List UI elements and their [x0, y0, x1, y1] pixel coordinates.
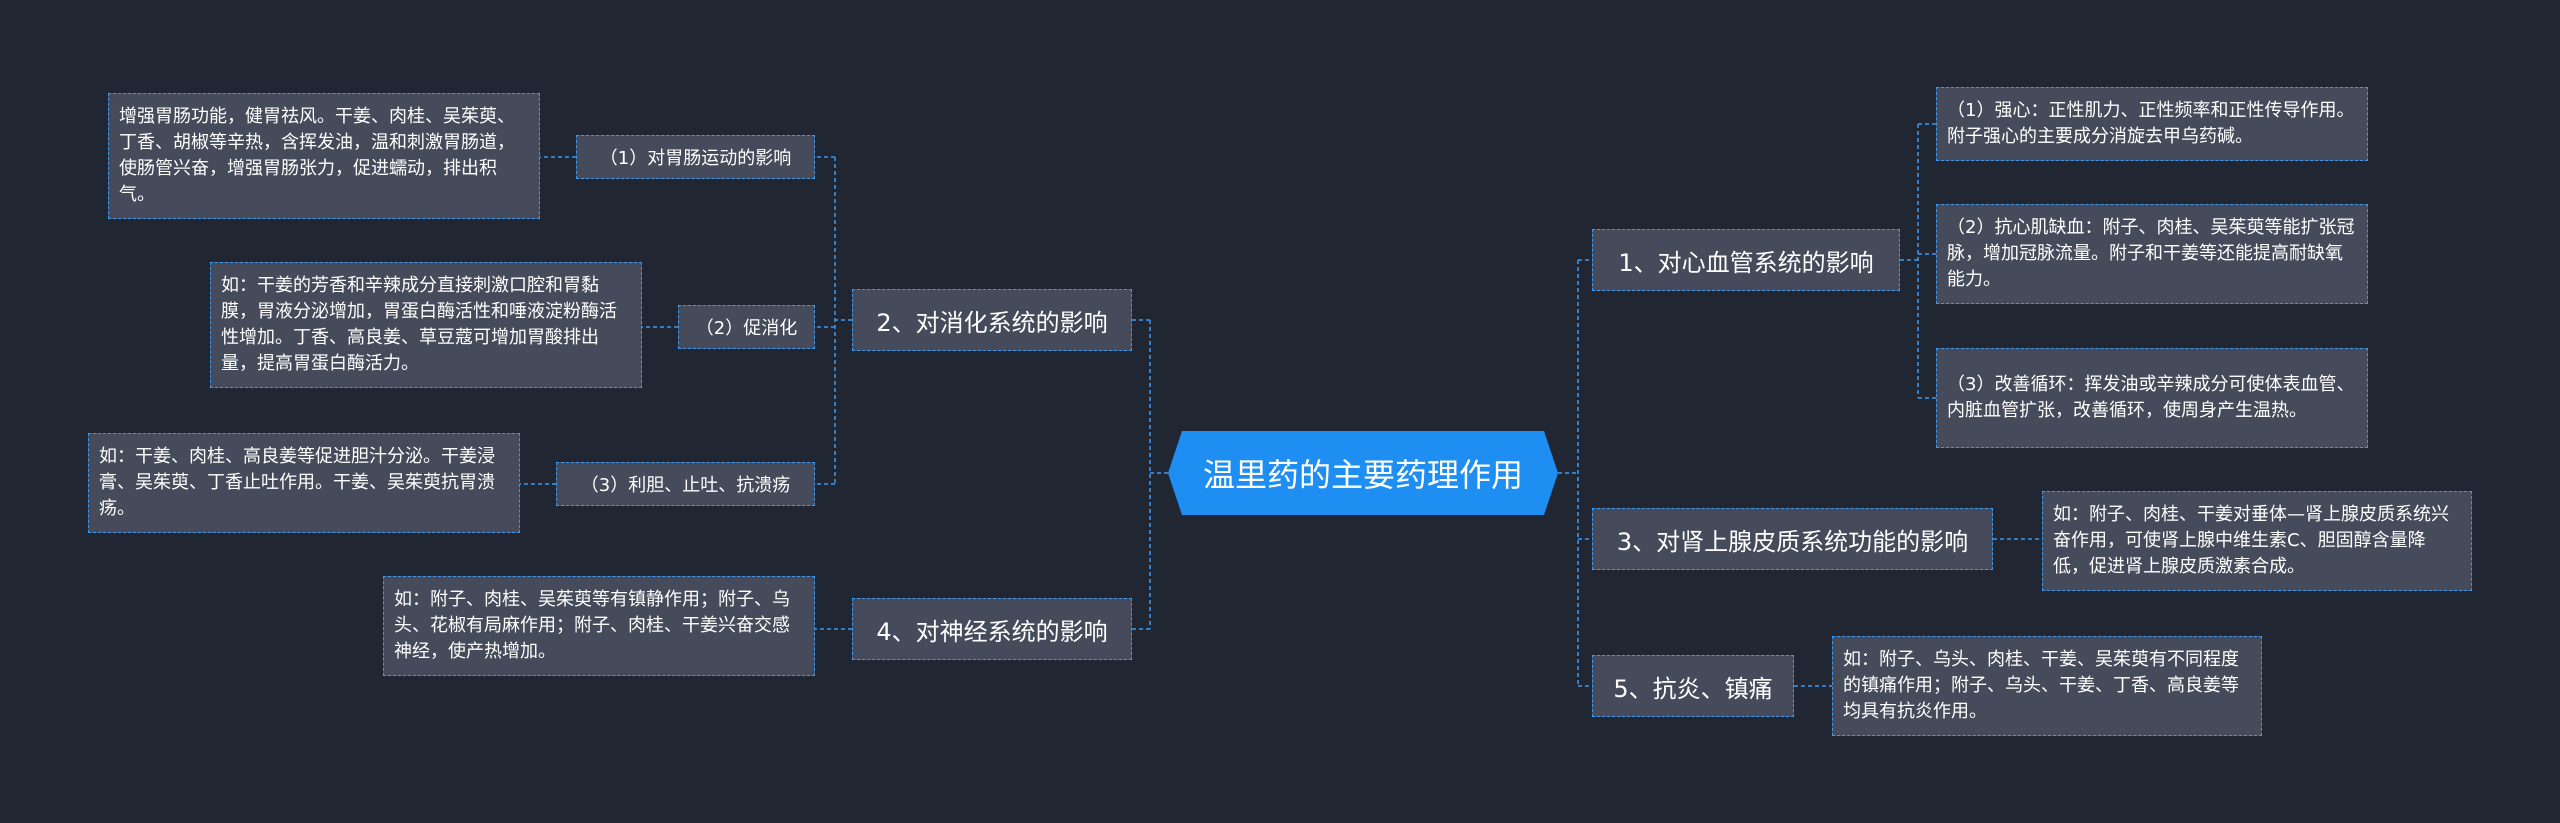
branch-label: 4、对神经系统的影响 [876, 617, 1108, 646]
leaf-digestion[interactable]: 如：干姜的芳香和辛辣成分直接刺激口腔和胃黏膜，胃液分泌增加，胃蛋白酶活性和唾液淀… [210, 262, 642, 388]
leaf-cardiotonic[interactable]: （1）强心：正性肌力、正性频率和正性传导作用。附子强心的主要成分消旋去甲乌药碱。 [1936, 87, 2368, 161]
leaf-anti-ischemia[interactable]: （2）抗心肌缺血：附子、肉桂、吴茱萸等能扩张冠脉，增加冠脉流量。附子和干姜等还能… [1936, 204, 2368, 304]
branch-label: 3、对肾上腺皮质系统功能的影响 [1616, 527, 1969, 556]
leaf-gi-function[interactable]: 增强胃肠功能，健胃祛风。干姜、肉桂、吴茱萸、丁香、胡椒等辛热，含挥发油，温和刺激… [108, 93, 540, 219]
root-topic-label: 温里药的主要药理作用 [1202, 456, 1523, 494]
leaf-text: 如：干姜、肉桂、高良姜等促进胆汁分泌。干姜浸膏、吴茱萸、丁香止吐作用。干姜、吴茱… [99, 446, 495, 519]
branch-label: 1、对心血管系统的影响 [1618, 248, 1874, 277]
leaf-nervous[interactable]: 如：附子、肉桂、吴茱萸等有镇静作用；附子、乌头、花椒有局麻作用；附子、肉桂、干姜… [383, 576, 815, 676]
subtopic-label: （3）利胆、止吐、抗溃疡 [580, 475, 791, 496]
leaf-circulation[interactable]: （3）改善循环：挥发油或辛辣成分可使体表血管、内脏血管扩张，改善循环，使周身产生… [1936, 348, 2368, 448]
leaf-choleretic[interactable]: 如：干姜、肉桂、高良姜等促进胆汁分泌。干姜浸膏、吴茱萸、丁香止吐作用。干姜、吴茱… [88, 433, 520, 533]
branch-cardiovascular[interactable]: 1、对心血管系统的影响 [1592, 229, 1900, 291]
root-topic[interactable]: 温里药的主要药理作用 [1168, 431, 1558, 515]
leaf-adrenal[interactable]: 如：附子、肉桂、干姜对垂体—肾上腺皮质系统兴奋作用，可使肾上腺中维生素C、胆固醇… [2042, 491, 2472, 591]
subtopic-gi-motility[interactable]: （1）对胃肠运动的影响 [576, 135, 815, 179]
subtopic-choleretic[interactable]: （3）利胆、止吐、抗溃疡 [556, 462, 815, 506]
leaf-text: （3）改善循环：挥发油或辛辣成分可使体表血管、内脏血管扩张，改善循环，使周身产生… [1947, 374, 2355, 421]
leaf-text: 增强胃肠功能，健胃祛风。干姜、肉桂、吴茱萸、丁香、胡椒等辛热，含挥发油，温和刺激… [119, 106, 515, 205]
leaf-text: 如：干姜的芳香和辛辣成分直接刺激口腔和胃黏膜，胃液分泌增加，胃蛋白酶活性和唾液淀… [221, 275, 617, 374]
subtopic-label: （1）对胃肠运动的影响 [599, 148, 792, 169]
subtopic-label: （2）促消化 [695, 318, 798, 339]
branch-label: 2、对消化系统的影响 [876, 308, 1108, 337]
leaf-text: 如：附子、肉桂、吴茱萸等有镇静作用；附子、乌头、花椒有局麻作用；附子、肉桂、干姜… [394, 589, 790, 662]
leaf-text: 如：附子、肉桂、干姜对垂体—肾上腺皮质系统兴奋作用，可使肾上腺中维生素C、胆固醇… [2053, 504, 2449, 577]
leaf-text: （2）抗心肌缺血：附子、肉桂、吴茱萸等能扩张冠脉，增加冠脉流量。附子和干姜等还能… [1947, 217, 2355, 290]
leaf-analgesic[interactable]: 如：附子、乌头、肉桂、干姜、吴茱萸有不同程度的镇痛作用；附子、乌头、干姜、丁香、… [1832, 636, 2262, 736]
branch-adrenal-cortex[interactable]: 3、对肾上腺皮质系统功能的影响 [1592, 508, 1993, 570]
subtopic-digestion[interactable]: （2）促消化 [678, 305, 815, 349]
leaf-text: 如：附子、乌头、肉桂、干姜、吴茱萸有不同程度的镇痛作用；附子、乌头、干姜、丁香、… [1843, 649, 2239, 722]
branch-anti-inflammatory[interactable]: 5、抗炎、镇痛 [1592, 655, 1794, 717]
branch-nervous[interactable]: 4、对神经系统的影响 [852, 598, 1132, 660]
leaf-text: （1）强心：正性肌力、正性频率和正性传导作用。附子强心的主要成分消旋去甲乌药碱。 [1947, 100, 2355, 147]
branch-digestive[interactable]: 2、对消化系统的影响 [852, 289, 1132, 351]
branch-label: 5、抗炎、镇痛 [1613, 674, 1773, 703]
